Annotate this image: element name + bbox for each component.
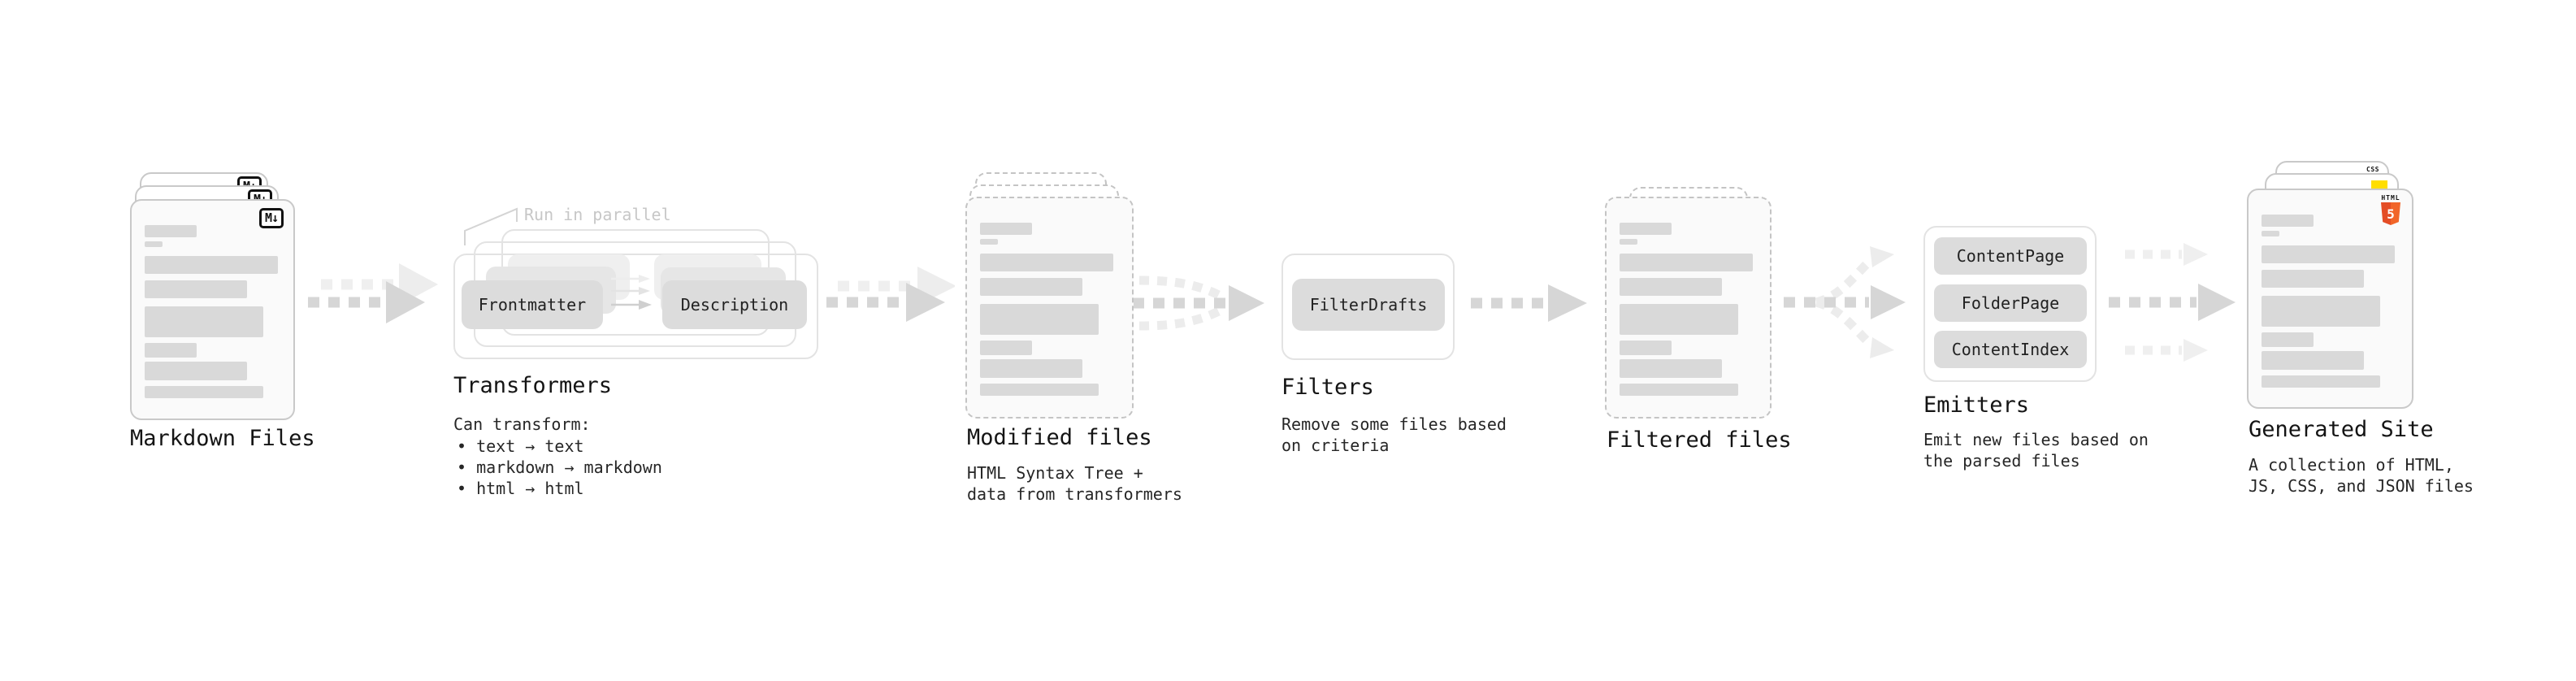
doc-text-line	[980, 223, 1032, 235]
filters-description-line: Remove some files based	[1281, 414, 1507, 434]
doc-text-line	[1620, 304, 1738, 335]
arrow-merge-icon	[1133, 275, 1264, 331]
stage-label-filtered-files: Filtered files	[1607, 427, 1792, 453]
doc-text-line	[145, 241, 163, 247]
doc-text-line	[145, 280, 247, 298]
filters-container	[1281, 254, 1455, 360]
transformers-bullet: • html → html	[457, 479, 584, 498]
stage-label-markdown-files: Markdown Files	[130, 426, 315, 451]
doc-text-line	[980, 359, 1082, 378]
doc-text-line	[980, 384, 1099, 396]
doc-text-line	[1620, 278, 1722, 296]
emitters-description-line: Emit new files based on	[1923, 430, 2149, 449]
doc-text-line	[1620, 254, 1753, 271]
doc-text-line	[1620, 384, 1738, 396]
arrow-right-icon	[826, 267, 955, 322]
doc-text-line	[980, 278, 1082, 296]
doc-text-line	[1620, 340, 1672, 355]
doc-text-line	[145, 225, 197, 237]
transformers-bullet: • text → text	[457, 436, 584, 456]
doc-text-line	[980, 304, 1099, 335]
content-index-box: ContentIndex	[1934, 331, 2087, 368]
doc-text-line	[145, 306, 263, 337]
stage-label-emitters: Emitters	[1923, 393, 2030, 418]
css-icon-label: CSS	[2366, 166, 2379, 173]
stage-label-filters: Filters	[1281, 375, 1374, 400]
doc-text-line	[1620, 239, 1637, 245]
doc-text-line	[2262, 375, 2380, 388]
folder-page-box: FolderPage	[1934, 284, 2087, 322]
description-box: Description	[662, 280, 807, 329]
doc-text-line	[2262, 270, 2364, 288]
filter-drafts-box: FilterDrafts	[1292, 279, 1445, 331]
doc-text-line	[2262, 215, 2314, 227]
modified-file-card-front	[965, 197, 1134, 419]
transformer-container-front	[453, 254, 818, 359]
doc-text-line	[2262, 231, 2279, 236]
generated-site-card-html: HTML 5	[2247, 189, 2413, 409]
doc-text-line	[2262, 296, 2380, 327]
generated-site-description-line: JS, CSS, and JSON files	[2249, 476, 2474, 496]
emitters-description-line: the parsed files	[1923, 451, 2080, 471]
stage-label-transformers: Transformers	[453, 373, 613, 398]
stage-label-generated-site: Generated Site	[2249, 417, 2434, 442]
arrow-right-icon	[308, 263, 438, 323]
js-icon	[2371, 180, 2387, 189]
html5-icon: HTML 5	[2380, 194, 2401, 225]
doc-text-line	[145, 386, 263, 398]
arrow-split-icon	[1784, 246, 1906, 358]
markdown-icon-glyph: M↓	[264, 210, 279, 225]
arrow-triple-icon	[2109, 243, 2236, 362]
doc-text-line	[980, 254, 1113, 271]
frontmatter-box: Frontmatter	[462, 280, 603, 329]
html5-icon-shield: 5	[2381, 202, 2400, 225]
transformers-note-title: Can transform:	[453, 414, 591, 434]
doc-text-line	[145, 343, 197, 358]
filters-description-line: on criteria	[1281, 436, 1390, 455]
modified-files-description-line: data from transformers	[967, 484, 1182, 504]
doc-text-line	[980, 239, 998, 245]
generated-site-description-line: A collection of HTML,	[2249, 455, 2454, 475]
modified-files-description-line: HTML Syntax Tree +	[967, 463, 1143, 483]
html5-icon-number: 5	[2387, 206, 2395, 222]
annotation-leader-line	[464, 207, 518, 245]
doc-text-line	[145, 362, 247, 380]
html5-icon-label: HTML	[2381, 194, 2400, 202]
doc-text-line	[1620, 223, 1672, 235]
filtered-file-card-front	[1605, 197, 1772, 419]
doc-text-line	[2262, 332, 2314, 347]
arrow-right-icon	[1471, 284, 1587, 322]
run-in-parallel-annotation: Run in parallel	[524, 205, 671, 224]
transformers-bullet: • markdown → markdown	[457, 458, 662, 477]
markdown-icon: M↓	[258, 208, 284, 228]
markdown-file-card-front: M↓	[130, 199, 295, 420]
emitters-container	[1923, 226, 2097, 382]
doc-text-line	[2262, 351, 2364, 370]
doc-text-line	[145, 256, 278, 274]
content-page-box: ContentPage	[1934, 237, 2087, 275]
arrow-right-icon	[611, 275, 652, 310]
doc-text-line	[1620, 359, 1722, 378]
doc-text-line	[980, 340, 1032, 355]
stage-label-modified-files: Modified files	[967, 425, 1152, 450]
doc-text-line	[2262, 245, 2395, 263]
